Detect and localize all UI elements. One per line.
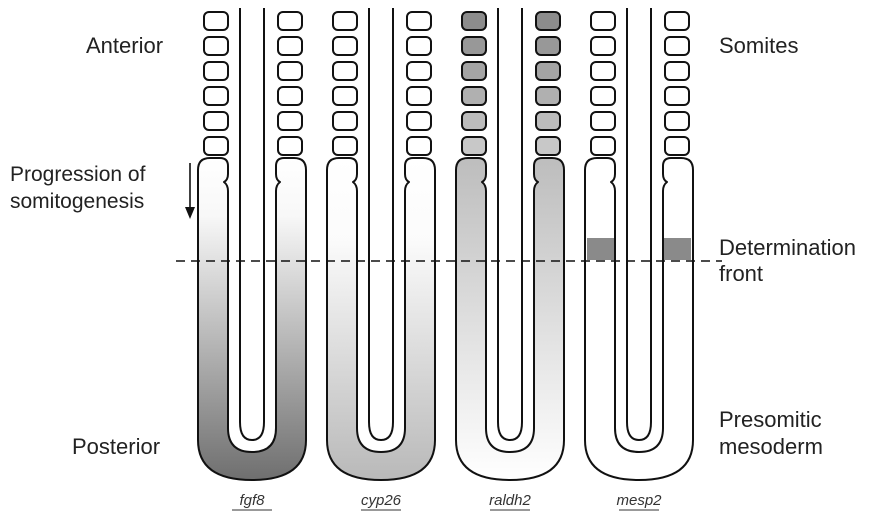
gene-label: cyp26 — [361, 492, 402, 509]
expression-domain-raldh2 — [456, 158, 564, 480]
somite-right-mesp2 — [665, 12, 689, 30]
neural-tube-fgf8 — [240, 8, 264, 440]
somite-left-raldh2 — [462, 12, 486, 30]
somite-left-cyp26 — [333, 112, 357, 130]
gene-label: raldh2 — [489, 492, 531, 509]
neural-tube-cyp26 — [369, 8, 393, 440]
psm-diagram-cyp26: cyp26 — [327, 8, 435, 510]
gene-label: mesp2 — [616, 492, 662, 509]
somite-left-raldh2 — [462, 87, 486, 105]
psm-outline-mesp2 — [585, 158, 693, 480]
somite-right-cyp26 — [407, 12, 431, 30]
somite-right-mesp2 — [665, 137, 689, 155]
determination-label-line2: front — [719, 261, 763, 286]
somite-right-fgf8 — [278, 62, 302, 80]
somite-left-cyp26 — [333, 137, 357, 155]
mesp2-stripe-right — [664, 238, 691, 260]
somite-left-fgf8 — [204, 137, 228, 155]
anterior-label: Anterior — [86, 33, 163, 58]
psm-diagram-mesp2: mesp2 — [585, 8, 693, 510]
somite-right-fgf8 — [278, 87, 302, 105]
mesp2-stripe-left — [587, 238, 614, 260]
somite-right-cyp26 — [407, 87, 431, 105]
somite-left-raldh2 — [462, 137, 486, 155]
somite-left-mesp2 — [591, 37, 615, 55]
psm-diagram-fgf8: fgf8 — [198, 8, 306, 510]
somite-right-mesp2 — [665, 87, 689, 105]
somite-right-cyp26 — [407, 37, 431, 55]
somite-left-fgf8 — [204, 12, 228, 30]
somite-left-mesp2 — [591, 12, 615, 30]
somite-right-raldh2 — [536, 37, 560, 55]
somite-left-mesp2 — [591, 137, 615, 155]
psm-diagram-raldh2: raldh2 — [456, 8, 564, 510]
gene-label: fgf8 — [239, 492, 265, 509]
somite-right-fgf8 — [278, 37, 302, 55]
somite-left-cyp26 — [333, 62, 357, 80]
somite-left-raldh2 — [462, 62, 486, 80]
somite-left-raldh2 — [462, 112, 486, 130]
psm-label-line1: Presomitic — [719, 407, 822, 432]
somite-right-mesp2 — [665, 37, 689, 55]
somite-left-fgf8 — [204, 37, 228, 55]
somite-right-mesp2 — [665, 62, 689, 80]
somite-left-cyp26 — [333, 37, 357, 55]
somite-left-fgf8 — [204, 87, 228, 105]
neural-tube-mesp2 — [627, 8, 651, 440]
somite-left-raldh2 — [462, 37, 486, 55]
progression-arrow — [185, 163, 195, 219]
somite-right-fgf8 — [278, 12, 302, 30]
somite-left-cyp26 — [333, 12, 357, 30]
somite-left-mesp2 — [591, 87, 615, 105]
expression-domain-fgf8 — [198, 158, 306, 480]
expression-domain-cyp26 — [327, 158, 435, 480]
psm-label-line2: mesoderm — [719, 434, 823, 459]
neural-tube-raldh2 — [498, 8, 522, 440]
somite-right-fgf8 — [278, 137, 302, 155]
somite-right-fgf8 — [278, 112, 302, 130]
somite-right-mesp2 — [665, 112, 689, 130]
posterior-label: Posterior — [72, 434, 160, 459]
somite-right-raldh2 — [536, 12, 560, 30]
somite-left-fgf8 — [204, 112, 228, 130]
somite-right-cyp26 — [407, 62, 431, 80]
somite-right-cyp26 — [407, 112, 431, 130]
somite-right-raldh2 — [536, 137, 560, 155]
somite-right-raldh2 — [536, 112, 560, 130]
somite-left-mesp2 — [591, 112, 615, 130]
progression-label-line1: Progression of — [10, 163, 146, 186]
somite-left-fgf8 — [204, 62, 228, 80]
somites-label: Somites — [719, 33, 798, 58]
somite-right-raldh2 — [536, 87, 560, 105]
somite-right-raldh2 — [536, 62, 560, 80]
somite-left-cyp26 — [333, 87, 357, 105]
somite-left-mesp2 — [591, 62, 615, 80]
determination-label-line1: Determination — [719, 235, 856, 260]
progression-label-line2: somitogenesis — [10, 190, 144, 213]
somite-right-cyp26 — [407, 137, 431, 155]
